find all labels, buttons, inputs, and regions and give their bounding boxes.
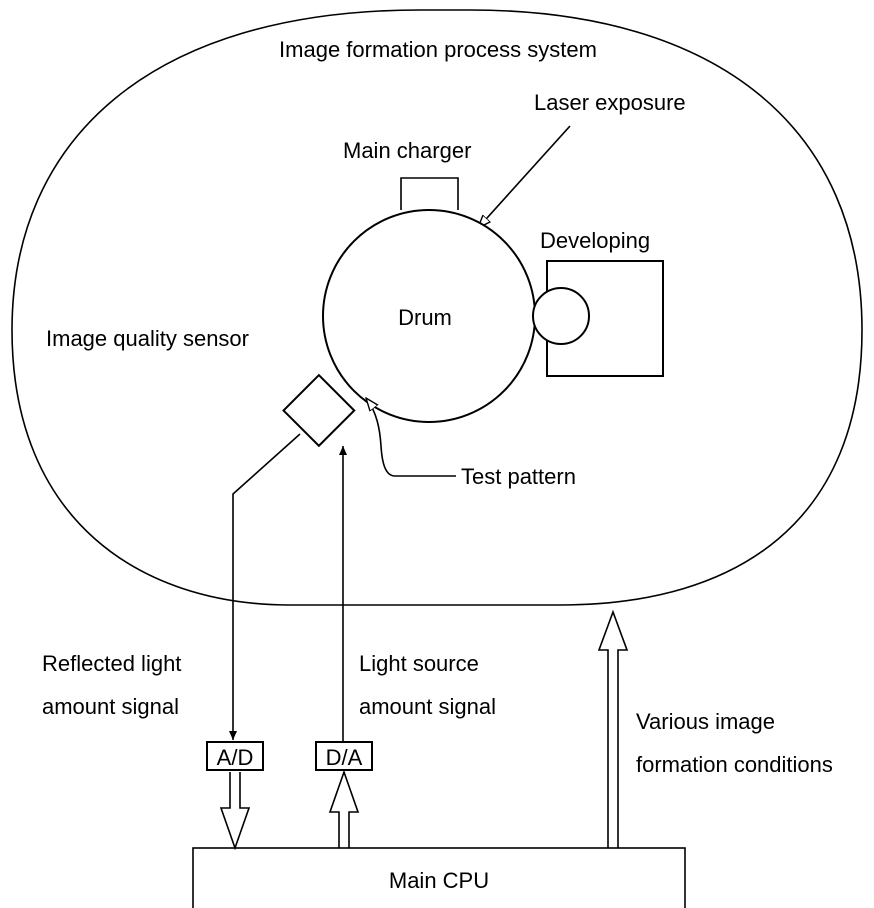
main-cpu-box [192,847,686,908]
da-converter [315,741,373,771]
reflected-light-signal-line [229,433,301,740]
reflected-light-label-line2: amount signal [42,694,179,719]
reflected-light-label-line1: Reflected light [42,651,181,676]
light-source-label-line1: Light source [359,651,479,676]
laser-exposure-label: Laser exposure [534,90,686,115]
laser-exposure-arrow [478,125,571,228]
main-charger-label: Main charger [343,138,471,163]
various-conditions-label-line2: formation conditions [636,752,833,777]
image-quality-sensor [282,373,356,448]
ad-converter-label: A/D [217,745,254,770]
test-pattern-label: Test pattern [461,464,576,489]
ad-to-cpu-arrow [219,772,251,851]
test-pattern-arrow [366,398,456,477]
image-quality-sensor-label: Image quality sensor [46,326,249,351]
light-source-label-line2: amount signal [359,694,496,719]
system-title: Image formation process system [279,37,597,62]
da-converter-label: D/A [326,745,363,770]
various-conditions-label-line1: Various image [636,709,775,734]
cpu-to-da-arrow [328,769,360,848]
ad-converter [206,741,264,771]
drum-label: Drum [398,305,452,330]
developing-label: Developing [540,228,650,253]
cpu-to-system-arrow [597,609,629,848]
developing-roller [532,287,590,345]
process-system-boundary [11,9,863,606]
main-cpu-label: Main CPU [389,868,489,893]
main-charger [400,177,459,210]
